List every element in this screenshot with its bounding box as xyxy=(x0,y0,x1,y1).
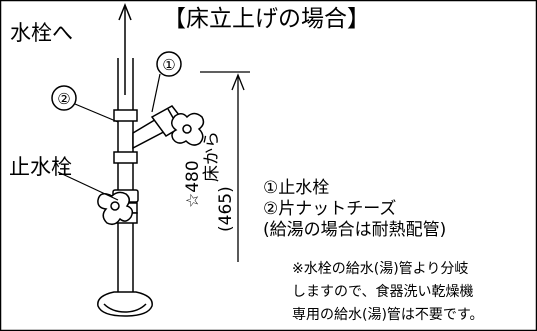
dimension-alt-height: (465) xyxy=(216,186,236,232)
note-line-3: 専用の給水(湯)管は不要です。 xyxy=(292,306,484,323)
to-faucet-arrow xyxy=(118,2,132,95)
note-line-1: ※水栓の給水(湯)管より分岐 xyxy=(292,260,468,277)
note-line-2: しますので、食器洗い乾燥機 xyxy=(292,283,473,300)
legend-item-1: ①止水栓 xyxy=(263,178,329,198)
legend-item-2-note: (給湯の場合は耐熱配管) xyxy=(263,220,446,240)
callout-1-number: ① xyxy=(162,56,175,74)
stop-valve-label: 止水栓 xyxy=(9,155,72,179)
to-faucet-label: 水栓へ xyxy=(10,21,73,45)
dimension-main-height: ☆480 xyxy=(183,160,203,208)
legend-item-2: ②片ナットチーズ xyxy=(263,199,396,219)
diagram-title: 【床立上げの場合】 xyxy=(163,6,370,32)
height-dimension xyxy=(200,71,250,262)
callout-2 xyxy=(51,85,119,123)
stop-valve xyxy=(97,189,139,226)
dimension-from-floor: 床から xyxy=(202,131,222,182)
callout-2-number: ② xyxy=(57,90,70,108)
floor-flange xyxy=(97,291,153,317)
branch-valve-handle xyxy=(171,112,205,146)
callout-1 xyxy=(151,51,182,113)
stop-valve-leader xyxy=(57,171,119,201)
